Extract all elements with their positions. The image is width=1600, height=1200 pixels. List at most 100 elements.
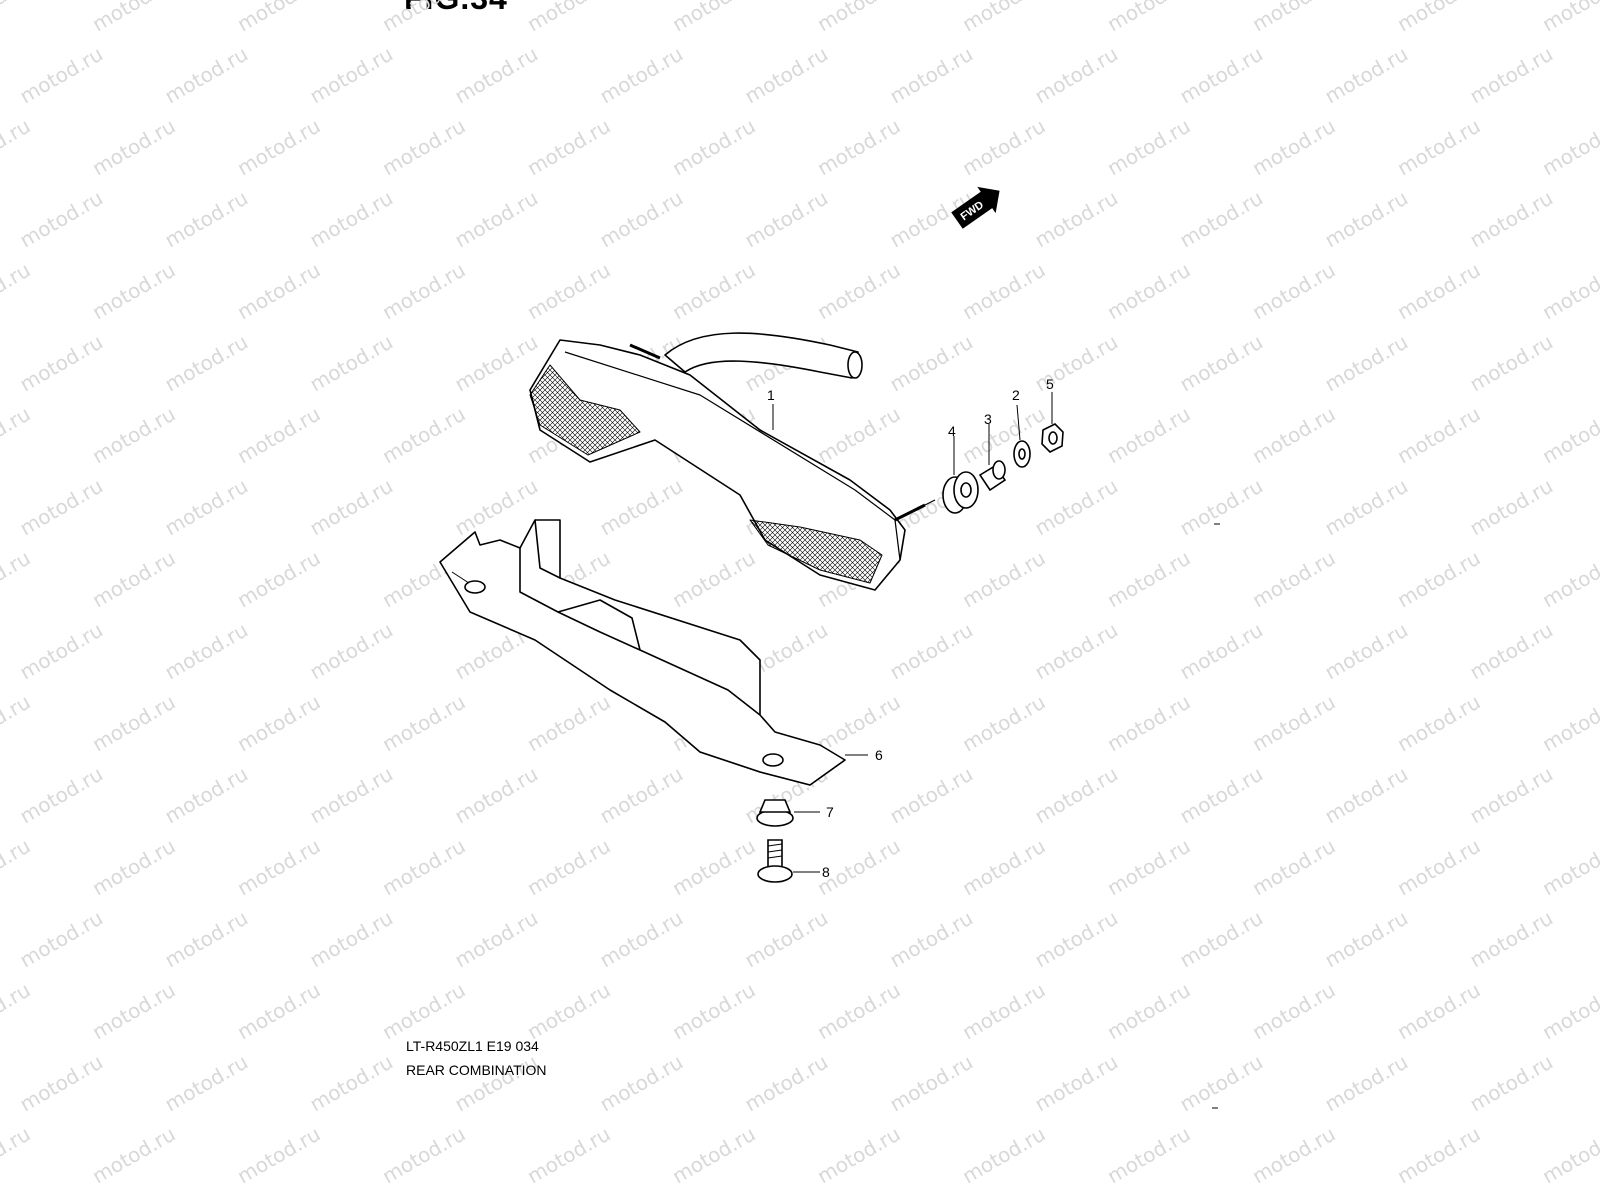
watermark-text: motod.ru bbox=[958, 0, 1049, 36]
watermark-text: motod.ru bbox=[0, 834, 34, 901]
watermark-text: motod.ru bbox=[378, 1122, 469, 1189]
bracket-part bbox=[439, 519, 846, 786]
watermark-text: motod.ru bbox=[1248, 978, 1339, 1045]
watermark-text: motod.ru bbox=[741, 1194, 832, 1200]
watermark-text: motod.ru bbox=[596, 1050, 687, 1117]
watermark-text: motod.ru bbox=[1176, 330, 1267, 397]
watermark-text: motod.ru bbox=[958, 546, 1049, 613]
watermark-text: motod.ru bbox=[378, 690, 469, 757]
watermark-text: motod.ru bbox=[88, 690, 179, 757]
watermark-text: motod.ru bbox=[668, 258, 759, 325]
watermark-text: motod.ru bbox=[523, 114, 614, 181]
watermark-text: motod.ru bbox=[1103, 978, 1194, 1045]
watermark-text: motod.ru bbox=[596, 1194, 687, 1200]
watermark-text: motod.ru bbox=[668, 546, 759, 613]
watermark-text: motod.ru bbox=[1176, 762, 1267, 829]
watermark-text: motod.ru bbox=[1103, 834, 1194, 901]
watermark-text: motod.ru bbox=[1248, 1122, 1339, 1189]
watermark-text: motod.ru bbox=[1031, 186, 1122, 253]
watermark-text: motod.ru bbox=[161, 762, 252, 829]
watermark-text: motod.ru bbox=[233, 114, 324, 181]
flange-nut-part bbox=[756, 799, 794, 827]
watermark-text: motod.ru bbox=[161, 1050, 252, 1117]
watermark-text: motod.ru bbox=[1466, 330, 1557, 397]
watermark-text: motod.ru bbox=[233, 978, 324, 1045]
watermark-text: motod.ru bbox=[1248, 834, 1339, 901]
watermark-text: motod.ru bbox=[233, 258, 324, 325]
watermark-text: motod.ru bbox=[233, 834, 324, 901]
model-code-caption: LT-R450ZL1 E19 034 bbox=[406, 1038, 539, 1054]
watermark-text: motod.ru bbox=[1466, 1194, 1557, 1200]
watermark-text: motod.ru bbox=[88, 402, 179, 469]
watermark-text: motod.ru bbox=[16, 906, 107, 973]
watermark-text: motod.ru bbox=[378, 114, 469, 181]
watermark-text: motod.ru bbox=[958, 402, 1049, 469]
watermark-text: motod.ru bbox=[958, 1122, 1049, 1189]
watermark-text: motod.ru bbox=[451, 1050, 542, 1117]
watermark-text: motod.ru bbox=[233, 402, 324, 469]
watermark-text: motod.ru bbox=[813, 690, 904, 757]
spacer-part bbox=[978, 460, 1007, 492]
watermark-text: motod.ru bbox=[88, 546, 179, 613]
watermark-text: motod.ru bbox=[1466, 1050, 1557, 1117]
callout-8: 8 bbox=[822, 864, 830, 880]
watermark-text: motod.ru bbox=[1393, 834, 1484, 901]
watermark-text: motod.ru bbox=[1176, 186, 1267, 253]
watermark-text: motod.ru bbox=[1538, 978, 1600, 1045]
watermark-text: motod.ru bbox=[886, 618, 977, 685]
watermark-text: motod.ru bbox=[1538, 690, 1600, 757]
watermark-text: motod.ru bbox=[306, 42, 397, 109]
watermark-text: motod.ru bbox=[451, 1194, 542, 1200]
watermark-text: motod.ru bbox=[958, 834, 1049, 901]
watermark-text: motod.ru bbox=[1031, 762, 1122, 829]
watermark-text: motod.ru bbox=[668, 978, 759, 1045]
watermark-text: motod.ru bbox=[1031, 618, 1122, 685]
watermark-text: motod.ru bbox=[233, 546, 324, 613]
watermark-text: motod.ru bbox=[958, 258, 1049, 325]
watermark-text: motod.ru bbox=[16, 474, 107, 541]
watermark-text: motod.ru bbox=[233, 690, 324, 757]
watermark-text: motod.ru bbox=[1321, 186, 1412, 253]
watermark-text: motod.ru bbox=[958, 690, 1049, 757]
watermark-text: motod.ru bbox=[1103, 546, 1194, 613]
watermark-text: motod.ru bbox=[596, 42, 687, 109]
watermark-text: motod.ru bbox=[16, 1194, 107, 1200]
watermark-text: motod.ru bbox=[1321, 1050, 1412, 1117]
watermark-text: motod.ru bbox=[886, 1194, 977, 1200]
rear-combination-lamp-part bbox=[529, 332, 936, 591]
watermark-text: motod.ru bbox=[1248, 546, 1339, 613]
watermark-text: motod.ru bbox=[16, 1050, 107, 1117]
watermark-text: motod.ru bbox=[306, 186, 397, 253]
watermark-text: motod.ru bbox=[1538, 402, 1600, 469]
watermark-text: motod.ru bbox=[1248, 402, 1339, 469]
watermark-text: motod.ru bbox=[1393, 258, 1484, 325]
watermark-text: motod.ru bbox=[523, 834, 614, 901]
watermark-text: motod.ru bbox=[523, 690, 614, 757]
watermark-text: motod.ru bbox=[0, 258, 34, 325]
callout-1: 1 bbox=[767, 387, 775, 403]
watermark-text: motod.ru bbox=[886, 330, 977, 397]
watermark-text: motod.ru bbox=[16, 42, 107, 109]
watermark-text: motod.ru bbox=[813, 402, 904, 469]
watermark-text: motod.ru bbox=[306, 474, 397, 541]
watermark-text: motod.ru bbox=[1031, 42, 1122, 109]
section-name-caption: REAR COMBINATION bbox=[406, 1062, 547, 1078]
watermark-text: motod.ru bbox=[1103, 114, 1194, 181]
watermark-text: motod.ru bbox=[596, 474, 687, 541]
watermark-text: motod.ru bbox=[668, 1122, 759, 1189]
watermark-text: motod.ru bbox=[161, 474, 252, 541]
watermark-text: motod.ru bbox=[0, 690, 34, 757]
watermark-text: motod.ru bbox=[88, 978, 179, 1045]
watermark-text: motod.ru bbox=[378, 978, 469, 1045]
watermark-text: motod.ru bbox=[88, 258, 179, 325]
watermark-text: motod.ru bbox=[596, 762, 687, 829]
watermark-text: motod.ru bbox=[668, 0, 759, 36]
watermark-text: motod.ru bbox=[1321, 1194, 1412, 1200]
watermark-text: motod.ru bbox=[523, 978, 614, 1045]
watermark-text: motod.ru bbox=[1538, 0, 1600, 36]
callout-2: 2 bbox=[1012, 387, 1020, 403]
watermark-text: motod.ru bbox=[0, 978, 34, 1045]
watermark-text: motod.ru bbox=[1393, 0, 1484, 36]
